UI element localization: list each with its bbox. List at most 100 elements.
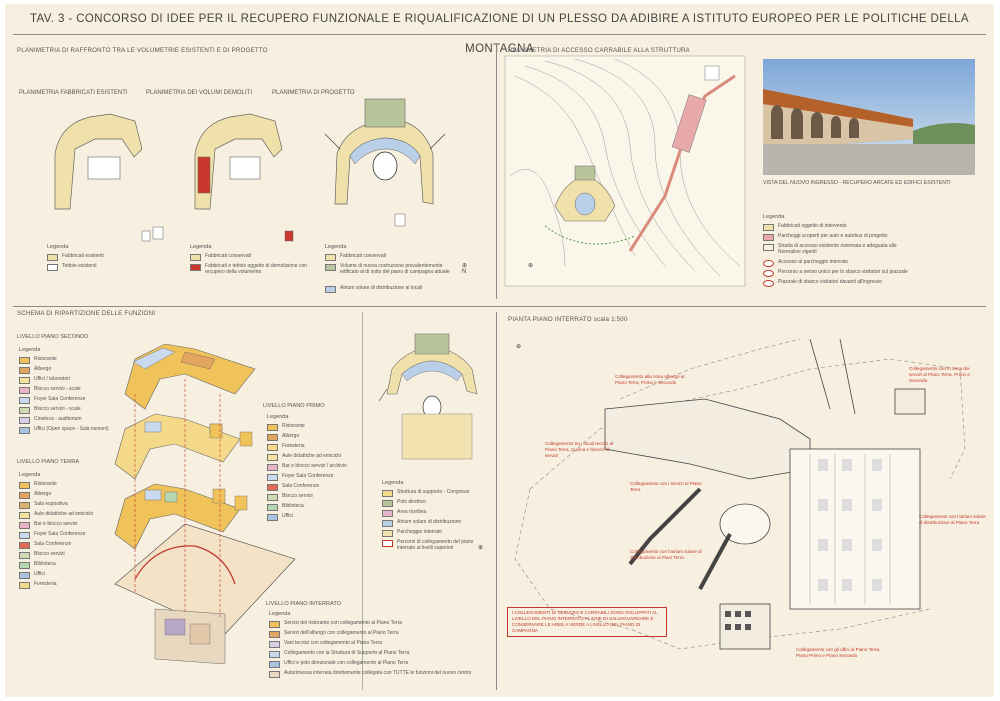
plan-project-label: PLANIMETRIA DI PROGETTO (272, 90, 355, 96)
legend-item: Biblioteca (282, 503, 304, 509)
legend-item: Uffici (34, 571, 46, 577)
legend-title: Legenda (19, 472, 41, 478)
legend-item: Blocco servizi (34, 551, 65, 557)
legend-item: Fabbricati e tettoie oggetto di demolizi… (205, 263, 308, 275)
north-arrow-icon: ⊕ (528, 263, 534, 269)
legend-item: Ristorante (282, 423, 305, 429)
legend-demolished: Legenda Fabbricati conservati Fabbricati… (190, 244, 315, 284)
swatch (19, 427, 30, 434)
swatch (19, 482, 30, 489)
comparison-plans (54, 98, 446, 242)
swatch (382, 500, 393, 507)
legend-item: Albergo (34, 491, 52, 497)
legend-item: Volume di nuova costruzione prevalenteme… (340, 263, 450, 275)
swatch (267, 484, 278, 491)
legend-level-0: Legenda Ristorante Albergo Sala espositi… (19, 472, 93, 591)
north-label: N (462, 269, 467, 275)
legend-item: Foyer Sala Conferenze (282, 473, 334, 479)
legend-title: Legenda (190, 244, 212, 250)
legend-item: Uffici / laboratori (34, 376, 71, 382)
legend-item: Uffici (282, 513, 294, 519)
comparison-heading: PLANIMETRIA DI RAFFRONTO TRA LE VOLUMETR… (17, 47, 268, 54)
legend-item: Accesso al parcheggio interrato (778, 259, 849, 265)
legend-item: Polo direttivo (397, 499, 426, 505)
legend-item: Sala Conferenze (34, 541, 72, 547)
swatch (47, 254, 58, 261)
north-arrow-icon: ⊕ (516, 344, 522, 350)
legend-item: Sala Conferenze (282, 483, 320, 489)
basement-plan-heading: PIANTA PIANO INTERRATO scala 1:500 (508, 316, 628, 323)
note-atrium-link-2: Collegamento con l'atrium solare di dist… (919, 514, 986, 525)
legend-title: Legenda (47, 244, 69, 250)
legend-item: Biblioteca (34, 561, 56, 567)
bottom-divider (496, 312, 497, 690)
note-services-link: Collegamento con lo zona dei servizi al … (909, 366, 970, 383)
legend-zones: Legenda Struttura di supporto - Congress… (382, 480, 512, 554)
legend-item: Parcheggi scoperti per auto e autobus di… (778, 233, 888, 239)
swatch (267, 504, 278, 511)
level-basement-title: LIVELLO PIANO INTERRATO (266, 601, 342, 607)
top-divider (496, 44, 497, 299)
axonometric-levels (114, 343, 296, 665)
legend-item: Albergo (282, 433, 300, 439)
note-hotel-link: Collegamento alla zona albergo al Piano … (615, 374, 685, 385)
legend-item: Fabbricati oggetto di intervento (778, 223, 847, 229)
note-technical-link: Collegamento tra i locali tecnici al Pia… (545, 441, 614, 458)
swatch (19, 417, 30, 424)
swatch (19, 562, 30, 569)
legend-item: Fabbricati conservati (340, 253, 387, 259)
swatch (19, 367, 30, 374)
basement-plan (514, 338, 966, 650)
swatch (267, 444, 278, 451)
function-zones-plan (378, 333, 478, 460)
north-arrow-icon: ⊕N (462, 263, 468, 275)
level-1-title: LIVELLO PIANO PRIMO (263, 403, 325, 409)
drawing-board: TAV. 3 - CONCORSO DI IDEE PER IL RECUPER… (5, 4, 994, 697)
legend-existing: Legenda Fabbricati esistenti Tettoie esi… (47, 244, 104, 273)
title-rule (13, 34, 986, 35)
swatch (19, 582, 30, 589)
swatch (269, 621, 280, 628)
swatch (269, 651, 280, 658)
swatch (19, 572, 30, 579)
swatch (325, 254, 336, 261)
swatch (382, 510, 393, 517)
swatch (47, 264, 58, 271)
plan-existing-label: PLANIMETRIA FABBRICATI ESISTENTI (19, 90, 128, 96)
legend-item: Fabbricati conservati (205, 253, 252, 259)
legend-item: Uffici (Open space - Sala riunioni) (34, 426, 109, 432)
mid-divider (362, 312, 363, 690)
swatch (382, 540, 393, 547)
legend-item: Parcheggio interrato (397, 529, 443, 535)
swatch (267, 454, 278, 461)
swatch (267, 424, 278, 431)
plan-project (324, 98, 446, 227)
legend-item: Foresteria (34, 581, 57, 587)
legend-item: Foyer Sala Conferenze (34, 531, 86, 537)
legend-item: Vani tecnici con collegamento al Piano T… (284, 640, 382, 646)
legend-item: Ristorante (34, 356, 57, 362)
legend-item: Aule didattiche ad emiciclo (282, 453, 342, 459)
legend-title: Legenda (19, 347, 41, 353)
legend-item: Atrium solare di distribuzione (397, 519, 462, 525)
legend-item: Aule didattiche ad emiciclo (34, 511, 94, 517)
note-offices-link: Collegamento con gli uffici al Piano Ter… (796, 647, 881, 658)
legend-item: Atrium solare di distribuzione ai locali (340, 285, 423, 291)
plan-existing (54, 113, 164, 242)
legend-item: Blocco servizi (282, 493, 313, 499)
legend-item: Percorsi di collegamento del piano inter… (397, 539, 474, 551)
legend-item: Strada di accesso esistente ristemata e … (778, 243, 897, 255)
legend-item: Uffici e polo direzionale con collegamen… (284, 660, 409, 666)
legend-item: Servizi del ristorante con collegamento … (284, 620, 403, 626)
legend-title: Legenda (763, 214, 785, 220)
legend-item: Percorso a senso unico per lo sbarco vis… (778, 269, 908, 275)
swatch (267, 474, 278, 481)
site-access-plan (504, 55, 746, 287)
legend-level-2: Legenda Ristorante Albergo Uffici / labo… (19, 347, 109, 436)
swatch (763, 270, 774, 277)
swatch (763, 280, 774, 287)
sheet-title: TAV. 3 - CONCORSO DI IDEE PER IL RECUPER… (29, 13, 969, 55)
legend-item: Collegamento con la Struttura di Support… (284, 650, 410, 656)
swatch (19, 512, 30, 519)
swatch (267, 464, 278, 471)
